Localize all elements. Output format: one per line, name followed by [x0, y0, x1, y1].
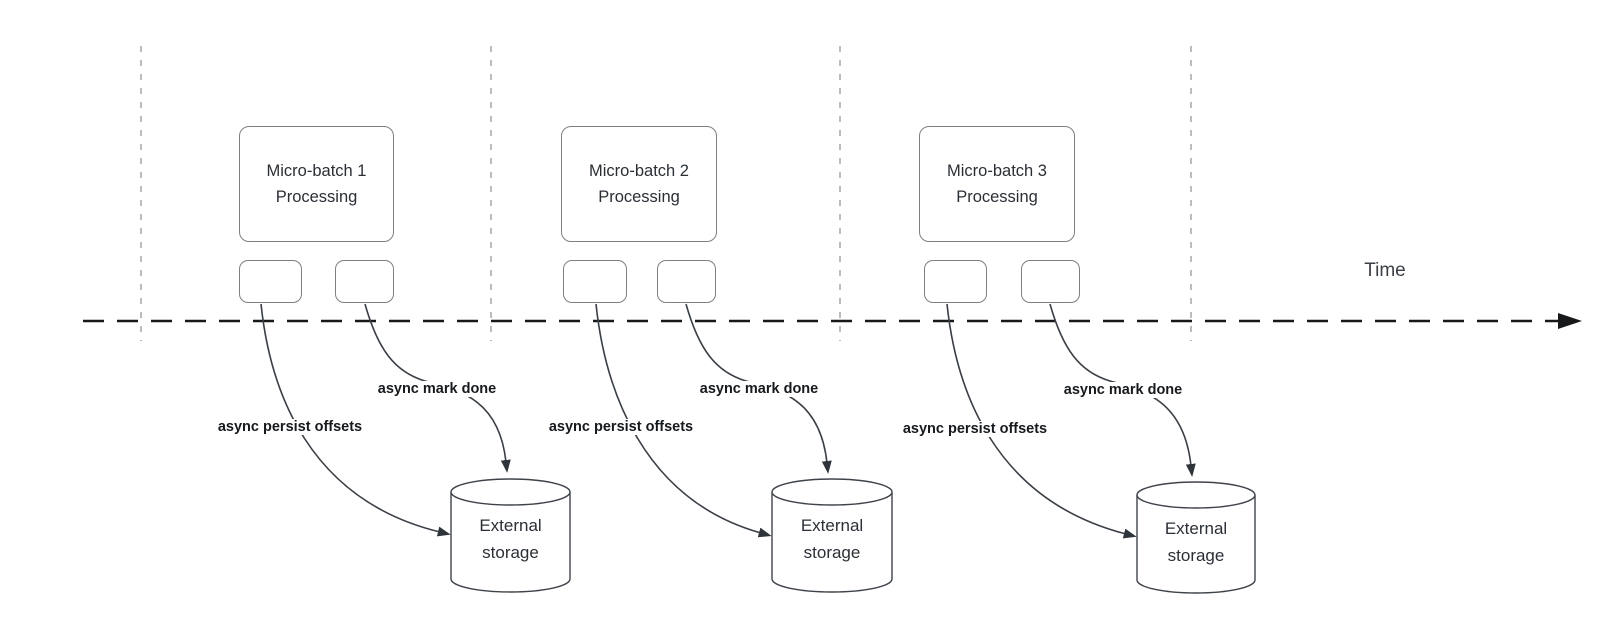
micro-batch-1-title-line1: Micro-batch 1 — [266, 162, 367, 180]
micro-batch-2-markdone-box — [657, 260, 716, 303]
async-mark-done-label-3: async mark done — [1060, 382, 1186, 398]
micro-batch-2-offset-box — [563, 260, 627, 303]
external-storage-cylinder-3 — [1136, 481, 1256, 594]
micro-batch-3-markdone-box — [1021, 260, 1080, 303]
micro-batch-1-offset-box — [239, 260, 302, 303]
micro-batch-1-markdone-box — [335, 260, 394, 303]
async-mark-done-arrow-3 — [1049, 303, 1196, 477]
external-storage-label-2-line1: External — [800, 516, 864, 535]
external-storage-cylinder-2 — [771, 478, 893, 593]
external-storage-cylinder-1 — [450, 478, 571, 593]
async-mark-done-label-1: async mark done — [374, 381, 500, 397]
async-persist-offsets-label-3: async persist offsets — [899, 421, 1051, 437]
external-storage-label-3-line2: storage — [1167, 546, 1225, 565]
async-persist-offsets-label-2: async persist offsets — [545, 419, 697, 435]
async-persist-offsets-arrow-3 — [946, 303, 1137, 539]
async-persist-offsets-arrow-2 — [595, 303, 772, 538]
micro-batch-1-processing-box: Micro-batch 1 Processing — [239, 126, 394, 242]
time-axis-label: Time — [1364, 260, 1406, 281]
external-storage-label-3-line1: External — [1164, 519, 1228, 538]
micro-batch-2-processing-box: Micro-batch 2 Processing — [561, 126, 717, 242]
micro-batch-2-title-line2: Processing — [598, 188, 680, 206]
external-storage-label-2-line2: storage — [803, 543, 861, 562]
micro-batch-3-processing-box: Micro-batch 3 Processing — [919, 126, 1075, 242]
micro-batch-3-title-line1: Micro-batch 3 — [947, 162, 1047, 180]
external-storage-label-2: External storage — [772, 512, 892, 566]
micro-batch-3-offset-box — [924, 260, 987, 303]
async-persist-offsets-label-1: async persist offsets — [214, 419, 366, 435]
micro-batch-3-title-line2: Processing — [956, 188, 1038, 206]
micro-batch-2-title-line1: Micro-batch 2 — [589, 162, 689, 180]
external-storage-label-1-line1: External — [479, 516, 542, 535]
micro-batch-1-title-line2: Processing — [275, 188, 358, 206]
external-storage-label-1: External storage — [450, 512, 571, 566]
external-storage-label-3: External storage — [1136, 515, 1256, 569]
timeline-arrowhead — [1558, 313, 1582, 329]
async-mark-done-label-2: async mark done — [696, 381, 822, 397]
async-persist-offsets-arrow-1 — [260, 303, 451, 537]
external-storage-label-1-line2: storage — [482, 543, 539, 562]
